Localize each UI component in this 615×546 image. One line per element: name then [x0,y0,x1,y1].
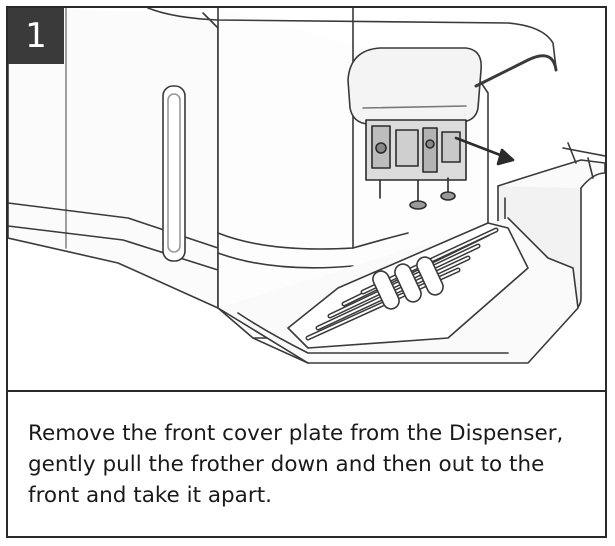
frother-mechanism [365,119,467,210]
illustration-area: 1 [8,8,605,392]
milk-hose [474,54,558,88]
pull-direction-arrow [454,136,515,166]
instruction-text: Remove the front cover plate from the Di… [28,421,564,508]
drip-grate-ovals [372,256,444,310]
coffee-machine-illustration [8,8,605,364]
step-number-badge: 1 [8,8,64,64]
water-level-window [162,85,186,262]
dispenser-head [347,47,483,125]
instruction-panel: 1 [6,6,607,538]
